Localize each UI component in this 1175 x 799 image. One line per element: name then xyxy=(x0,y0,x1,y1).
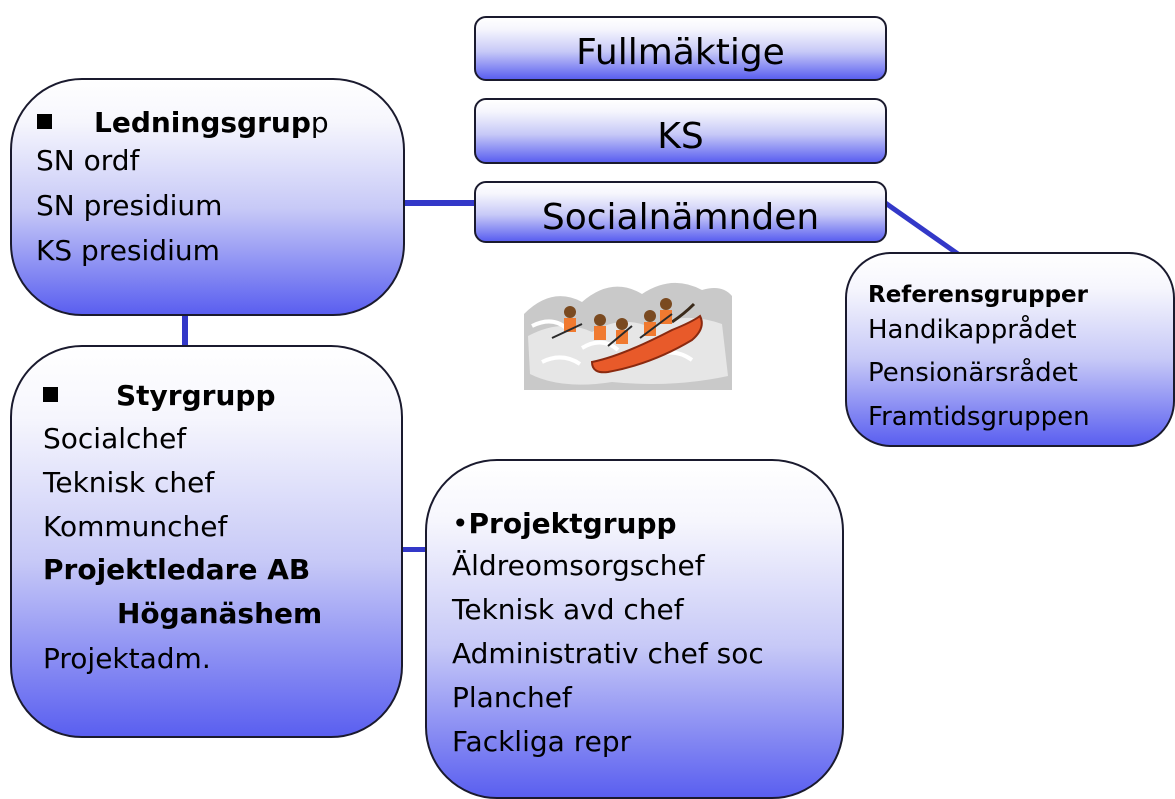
projektgrupp-item: Äldreomsorgschef xyxy=(452,549,705,582)
dot-bullet-icon: • xyxy=(452,507,469,540)
fullmaktige-box: Fullmäktige xyxy=(474,16,887,81)
ks-box: KS xyxy=(474,98,887,164)
styrgrupp-item: Projektadm. xyxy=(43,642,211,675)
styrgrupp-item: Socialchef xyxy=(43,422,187,455)
ks-label: KS xyxy=(657,116,704,157)
referensgrupper-box xyxy=(845,252,1175,447)
square-bullet-icon xyxy=(37,114,52,129)
styrgrupp-item: Teknisk chef xyxy=(43,466,215,499)
projektgrupp-item: Planchef xyxy=(452,681,572,714)
square-bullet-icon xyxy=(43,387,58,402)
connector-styrgrupp-projektgrupp xyxy=(400,547,428,552)
styrgrupp-bold-line: Höganäshem xyxy=(117,597,323,630)
styrgrupp-box xyxy=(10,345,403,738)
connector-ledning-socialnamnden xyxy=(402,200,478,206)
styrgrupp-title: Styrgrupp xyxy=(43,377,275,415)
ledningsgrupp-item: SN presidium xyxy=(36,189,223,222)
referensgrupper-item: Handikapprådet xyxy=(868,315,1077,345)
socialnamnden-box: Socialnämnden xyxy=(474,181,887,243)
projektgrupp-item: Teknisk avd chef xyxy=(452,593,684,626)
projektgrupp-item: Administrativ chef soc xyxy=(452,637,764,670)
projektgrupp-item: Fackliga repr xyxy=(452,725,632,758)
socialnamnden-label: Socialnämnden xyxy=(541,197,820,238)
rafting-clipart-icon xyxy=(522,266,734,390)
fullmaktige-label: Fullmäktige xyxy=(576,32,785,73)
ledningsgrupp-title: Ledningsgrupp xyxy=(37,104,329,142)
projektgrupp-box xyxy=(425,459,844,799)
projektgrupp-title: •Projektgrupp xyxy=(452,507,677,540)
connector-socialnamnden-referens xyxy=(882,199,960,257)
ledningsgrupp-box xyxy=(10,78,405,316)
ledningsgrupp-item: KS presidium xyxy=(36,234,220,267)
ledningsgrupp-item: SN ordf xyxy=(36,144,140,177)
referensgrupper-item: Pensionärsrådet xyxy=(868,358,1078,388)
referensgrupper-clip: Referensgrupper Handikapprådet Pensionär… xyxy=(860,262,1150,433)
referensgrupper-title: Referensgrupper xyxy=(868,282,1088,308)
connector-ledning-styrgrupp xyxy=(182,314,188,350)
referensgrupper-item: Framtidsgruppen xyxy=(868,402,1090,432)
styrgrupp-bold-line: Projektledare AB xyxy=(43,553,311,586)
styrgrupp-item: Kommunchef xyxy=(43,510,228,543)
